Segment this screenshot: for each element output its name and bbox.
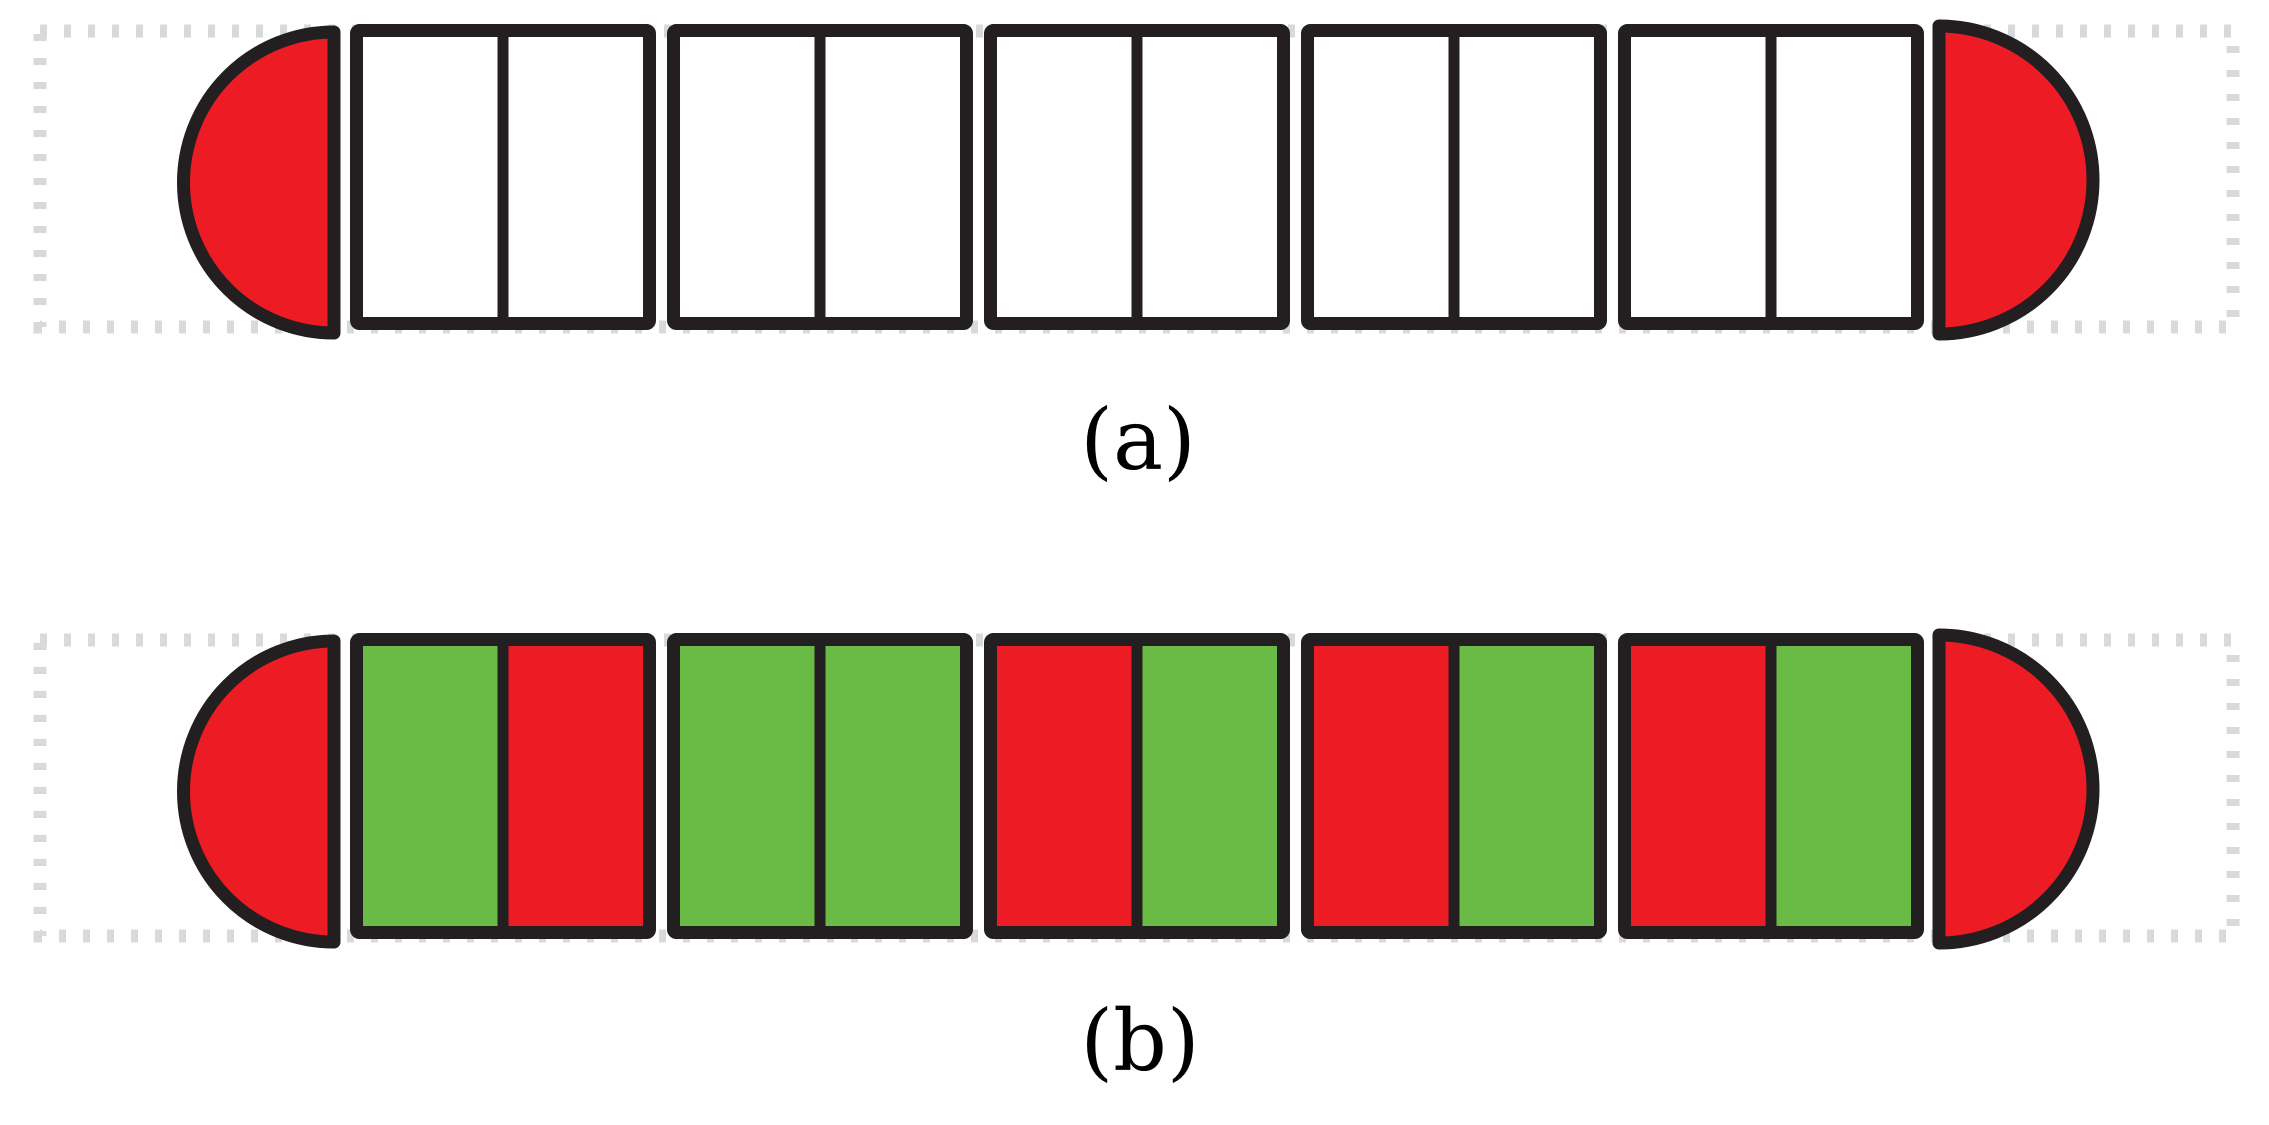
cell-right — [820, 639, 967, 933]
cell-left — [1624, 639, 1771, 933]
segment-box — [1618, 24, 1924, 330]
cell-left — [673, 30, 820, 324]
cell-left — [356, 30, 503, 324]
segment-box — [667, 24, 973, 330]
dotted-frame — [33, 633, 2240, 943]
dotted-frame — [33, 24, 2240, 334]
cell-right — [1771, 30, 1918, 324]
right-end-cap — [1932, 628, 2100, 950]
panel-b-diagram — [33, 628, 2240, 950]
cell-right — [820, 30, 967, 324]
segment-box — [350, 24, 656, 330]
cell-left — [673, 639, 820, 933]
cell-left — [1307, 30, 1454, 324]
segment-box — [1301, 24, 1607, 330]
left-end-cap — [177, 634, 341, 949]
cell-right — [1137, 639, 1284, 933]
panel-a-diagram — [33, 19, 2240, 341]
cell-right — [1771, 639, 1918, 933]
cell-right — [1454, 639, 1601, 933]
panel-a-caption: (a) — [1080, 391, 1196, 489]
cell-right — [1454, 30, 1601, 324]
panel-a: (a) — [0, 0, 2269, 560]
cell-left — [990, 30, 1137, 324]
cell-left — [990, 639, 1137, 933]
cell-left — [356, 639, 503, 933]
segment-box — [984, 633, 1290, 939]
segment-box — [1301, 633, 1607, 939]
left-end-cap — [177, 25, 341, 340]
right-end-cap — [1932, 19, 2100, 341]
segment-box — [1618, 633, 1924, 939]
cell-left — [1307, 639, 1454, 933]
segment-box — [984, 24, 1290, 330]
cell-right — [503, 639, 650, 933]
panel-b: (b) — [0, 609, 2269, 1125]
cell-right — [503, 30, 650, 324]
panel-b-caption: (b) — [1080, 992, 1200, 1090]
cell-left — [1624, 30, 1771, 324]
segment-box — [667, 633, 973, 939]
segment-box — [350, 633, 656, 939]
cell-right — [1137, 30, 1284, 324]
